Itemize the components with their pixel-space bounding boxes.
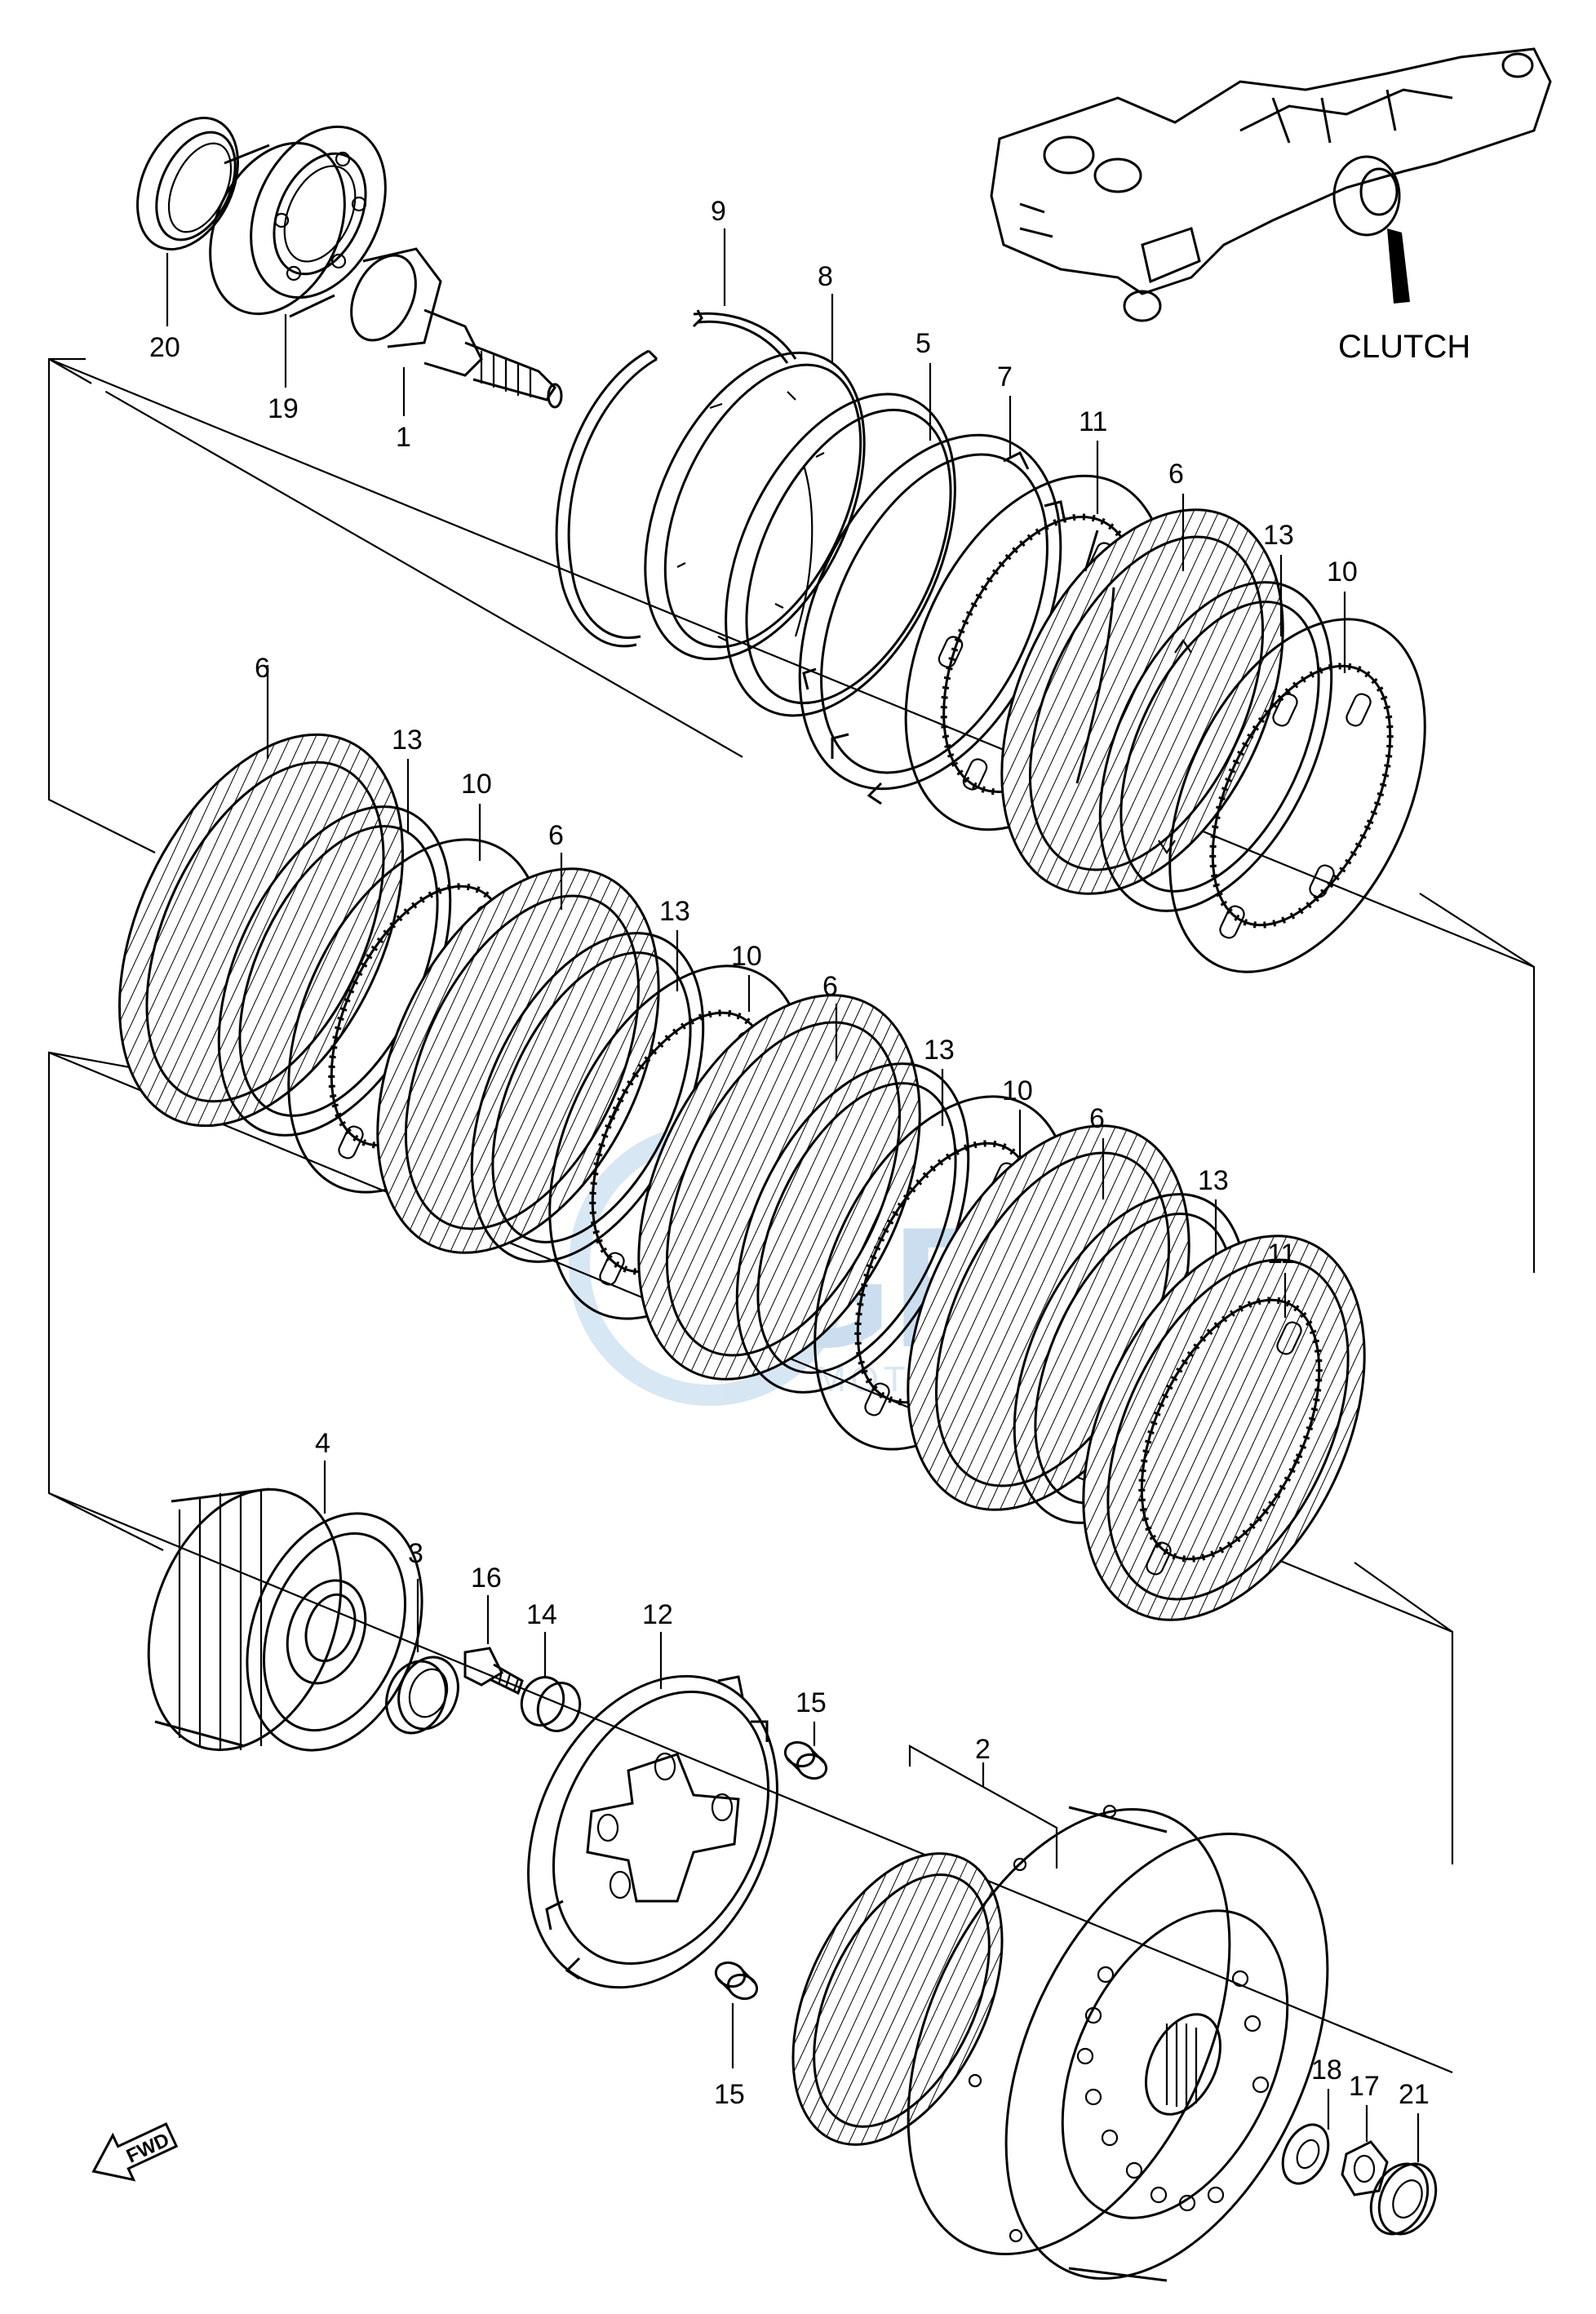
part-13-plate-top <box>1098 581 1333 912</box>
label-15b: 15 <box>714 2079 745 2110</box>
label-13c: 13 <box>659 896 690 927</box>
part-9-wire-ring <box>555 309 797 648</box>
label-7: 7 <box>997 361 1013 392</box>
label-10c: 10 <box>731 941 762 972</box>
part-18-washer <box>1281 2123 1330 2185</box>
part-14-spring <box>520 1676 582 1732</box>
label-6a: 6 <box>1168 459 1184 490</box>
label-10b: 10 <box>461 769 492 800</box>
label-3: 3 <box>408 1538 423 1569</box>
clutch-pointer <box>1387 228 1410 304</box>
label-10a: 10 <box>1327 556 1358 587</box>
part-10-plate-top <box>1168 618 1426 973</box>
part-15-roller-a <box>783 1740 828 1780</box>
label-13a: 13 <box>1263 520 1294 551</box>
part-4-clutch-hub <box>147 1487 423 1752</box>
fwd-arrow-icon: FWD <box>91 2122 179 2182</box>
label-17: 17 <box>1349 2071 1380 2102</box>
part-19-bearing <box>209 125 387 318</box>
part-2-oneway-clutch-ring <box>791 1852 1004 2146</box>
label-21: 21 <box>1399 2079 1430 2110</box>
part-6-plate-b <box>118 733 404 1128</box>
label-14: 14 <box>526 1599 557 1630</box>
label-11b: 11 <box>1267 1239 1296 1270</box>
label-6c: 6 <box>548 820 564 851</box>
part-16-bolt <box>463 1647 524 1696</box>
part-12-pressure-plate <box>527 1674 778 1989</box>
part-20-oil-seal <box>136 117 239 250</box>
label-6d: 6 <box>822 971 838 1002</box>
label-13e: 13 <box>1198 1165 1229 1196</box>
label-1: 1 <box>396 422 411 453</box>
part-21-bearing <box>1369 2162 1438 2236</box>
label-2: 2 <box>975 1734 991 1765</box>
label-8: 8 <box>818 261 833 292</box>
label-18: 18 <box>1311 2055 1342 2086</box>
part-5-spring <box>725 392 956 717</box>
label-20: 20 <box>149 332 180 363</box>
part-3-washer <box>385 1656 459 1735</box>
label-13b: 13 <box>392 725 423 756</box>
label-13d: 13 <box>924 1035 955 1066</box>
label-15a: 15 <box>796 1687 827 1718</box>
part-6-plate-top <box>1000 508 1284 895</box>
part-8-plate <box>644 351 866 661</box>
part-2-clutch-housing <box>907 1804 1329 2282</box>
label-4: 4 <box>315 1428 330 1459</box>
part-6-plate-d <box>637 994 921 1381</box>
label-19: 19 <box>268 393 299 424</box>
label-16: 16 <box>471 1563 502 1594</box>
clutch-callout-label: CLUTCH <box>1338 329 1470 365</box>
label-9: 9 <box>711 196 726 227</box>
label-6b: 6 <box>255 653 270 684</box>
upper-stack-frame <box>47 357 1536 1273</box>
part-11-friction-plate-bottom <box>1082 1235 1366 1621</box>
label-11a: 11 <box>1079 406 1107 437</box>
label-6e: 6 <box>1089 1103 1105 1134</box>
label-10d: 10 <box>1002 1075 1033 1106</box>
engine-illustration <box>990 47 1552 322</box>
label-12: 12 <box>642 1599 673 1630</box>
part-1-shaft <box>350 247 563 409</box>
part-15-roller-b <box>714 1961 759 2001</box>
part-17-nut <box>1341 2140 1389 2197</box>
label-5: 5 <box>915 328 931 359</box>
